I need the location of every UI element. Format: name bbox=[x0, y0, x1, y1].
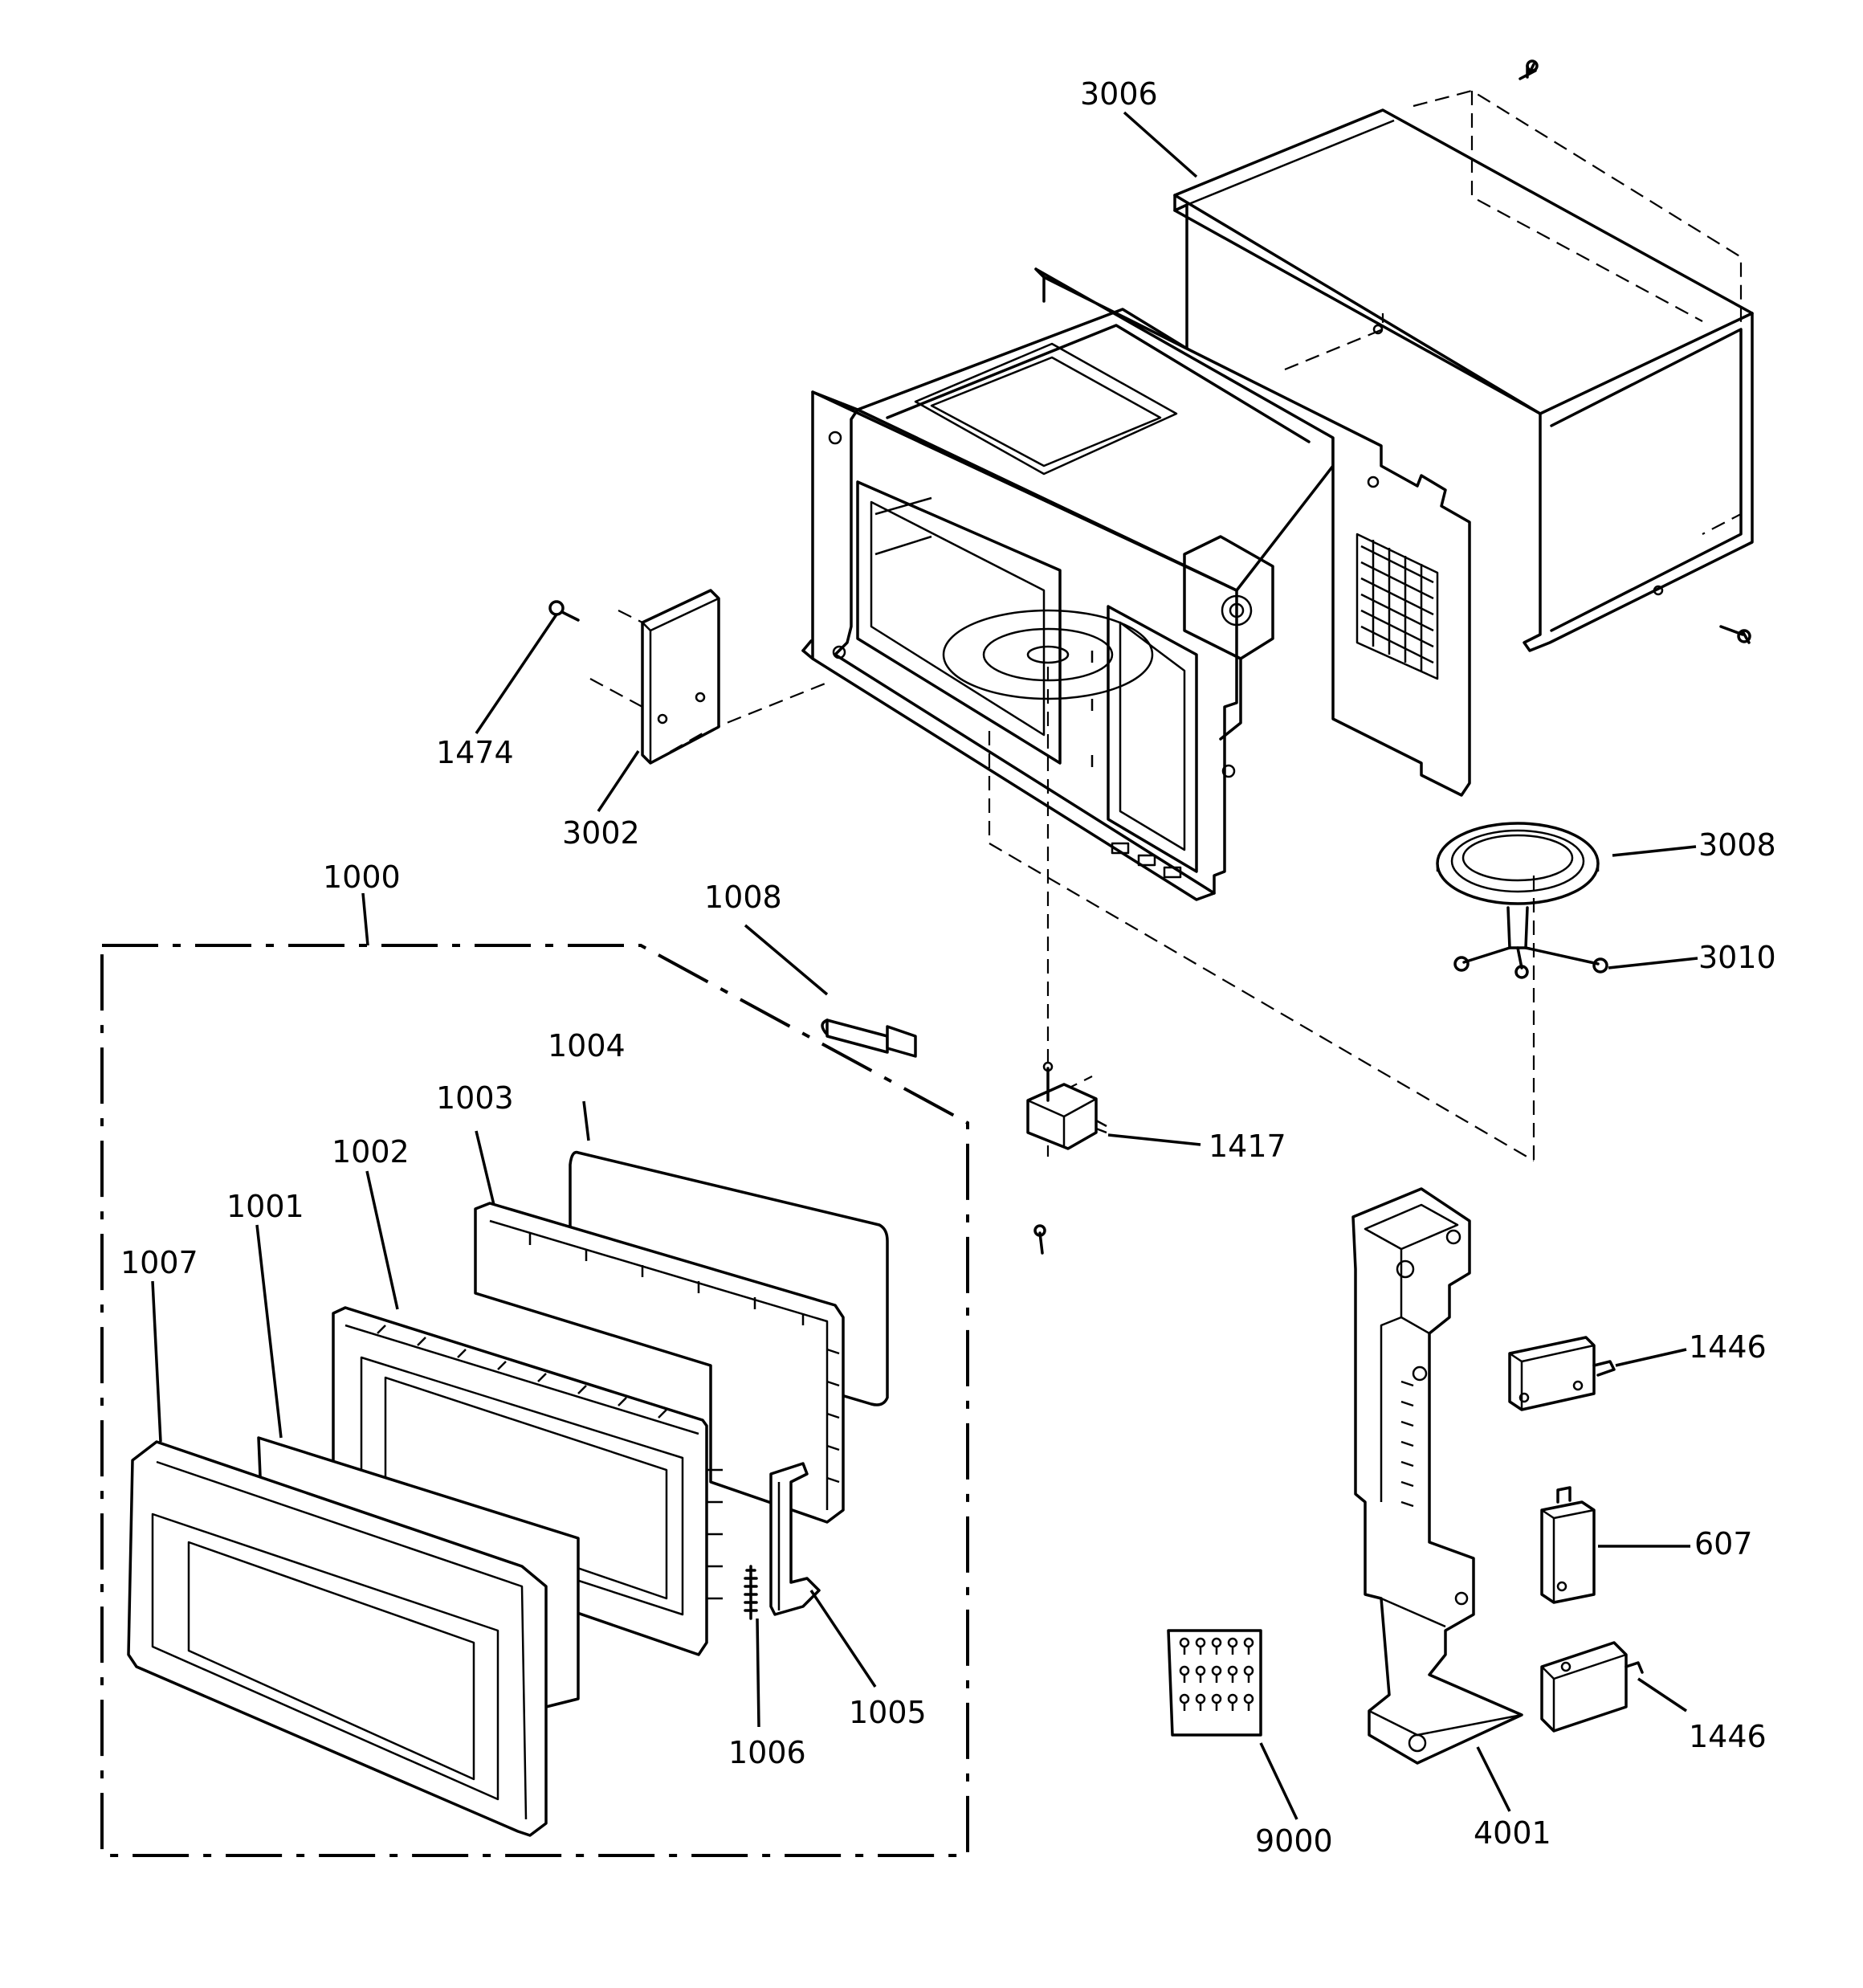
door-front-frame-part bbox=[127, 1440, 548, 1837]
microswitch-top-part bbox=[1508, 1336, 1616, 1411]
callout-3008: 3008 bbox=[1698, 827, 1776, 863]
screw-top-part bbox=[1519, 59, 1539, 80]
latch-lever-part bbox=[769, 1462, 821, 1616]
callout-1006: 1006 bbox=[728, 1735, 806, 1770]
microswitch-middle-part bbox=[1540, 1486, 1596, 1604]
callout-607: 607 bbox=[1694, 1526, 1753, 1561]
door-frame-part bbox=[474, 1202, 845, 1524]
callout-1004: 1004 bbox=[548, 1028, 626, 1063]
callout-9000: 9000 bbox=[1255, 1823, 1333, 1859]
callout-1417: 1417 bbox=[1209, 1129, 1286, 1164]
callout-4001: 4001 bbox=[1474, 1815, 1551, 1851]
door-assembly-group-box bbox=[100, 944, 969, 1857]
callout-1001: 1001 bbox=[226, 1189, 304, 1224]
interlock-bracket-part bbox=[1351, 1187, 1523, 1765]
callout-1446-bottom: 1446 bbox=[1689, 1719, 1767, 1754]
callout-1446-top: 1446 bbox=[1689, 1329, 1767, 1365]
callout-1007: 1007 bbox=[120, 1245, 198, 1280]
callout-1000: 1000 bbox=[323, 859, 401, 895]
door-latch-part bbox=[821, 1018, 917, 1058]
microswitch-bottom-part bbox=[1540, 1641, 1644, 1733]
cover-plate-part bbox=[589, 589, 720, 765]
callout-1474: 1474 bbox=[436, 735, 514, 770]
callout-1005: 1005 bbox=[849, 1695, 927, 1730]
turntable-tray-part bbox=[1436, 822, 1600, 905]
guide-dash-lines bbox=[706, 667, 1535, 1161]
callout-3006: 3006 bbox=[1080, 76, 1158, 112]
callout-1003: 1003 bbox=[436, 1080, 514, 1116]
spring-part bbox=[744, 1565, 758, 1620]
vent-grid bbox=[1360, 540, 1434, 671]
leader-lines bbox=[151, 111, 1698, 1820]
screw-kit-part bbox=[1167, 1629, 1262, 1737]
turntable-motor-part bbox=[1026, 1061, 1107, 1150]
roller-support-part bbox=[1453, 906, 1608, 979]
callout-1002: 1002 bbox=[332, 1134, 410, 1170]
callout-3002: 3002 bbox=[562, 815, 640, 851]
oven-cavity-part bbox=[801, 267, 1471, 901]
outer-case-part bbox=[1173, 89, 1754, 652]
screw-motor-part bbox=[1033, 1224, 1046, 1255]
screw-right-part bbox=[1719, 625, 1751, 644]
callout-3010: 3010 bbox=[1698, 940, 1776, 975]
callout-1008: 1008 bbox=[704, 880, 782, 915]
door-panel-part bbox=[332, 1306, 723, 1656]
